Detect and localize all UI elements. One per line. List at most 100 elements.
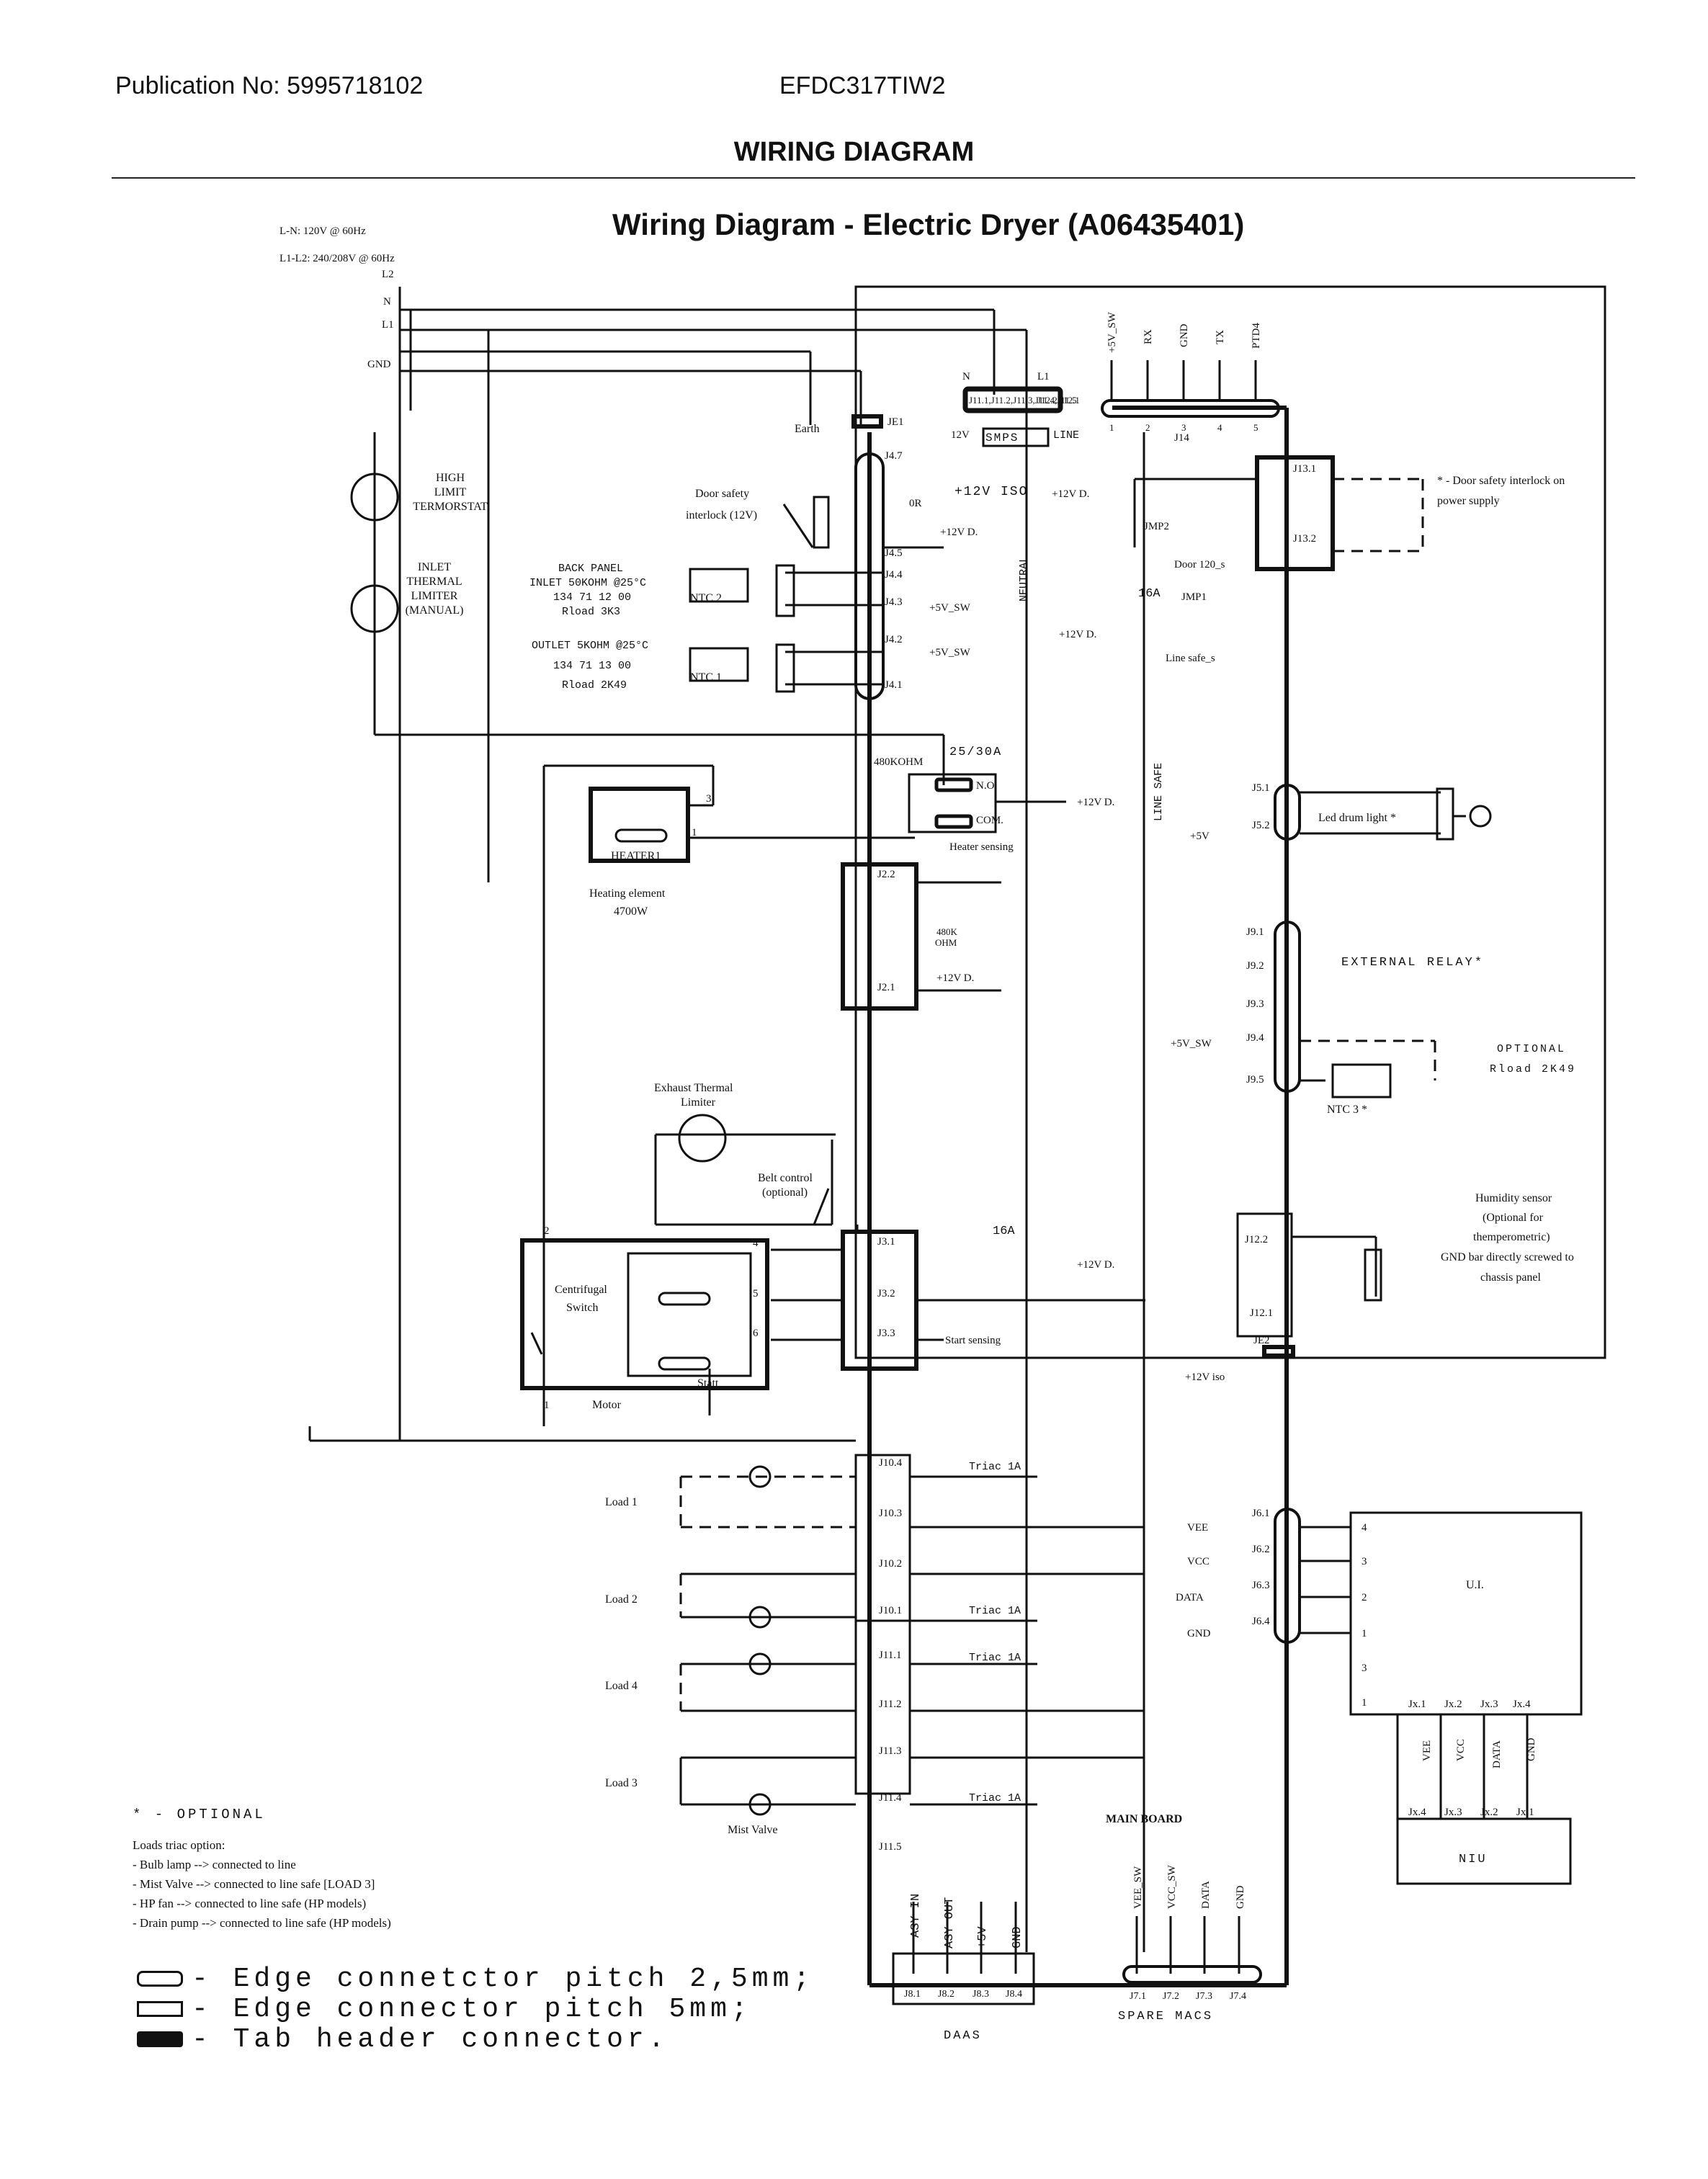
led-drum-lamp-icon [1469,805,1492,828]
ntc3-resistor [1331,1063,1392,1099]
niu-signal: GND [1526,1737,1537,1761]
daas-label: DAAS [944,2029,982,2043]
j12-pin: J12.2 [1245,1234,1268,1245]
diagram-title: Wiring Diagram - Electric Dryer (A064354… [612,207,1245,241]
plus12-iso-label: +12V ISO [954,485,1028,499]
j11-pin: J11.1 [879,1650,902,1661]
outlet-label: 134 71 13 00 [553,660,631,672]
led-drum-label: Led drum light * [1318,812,1396,824]
line-safe-s-label: Line safe_s [1166,653,1215,664]
humidity-label: themperometric) [1473,1231,1550,1243]
jmp2-label: JMP2 [1144,521,1169,532]
edge-connector-25-icon [137,1970,183,1987]
j10-pin: J10.1 [879,1605,902,1616]
j7-signal: VCC_SW [1166,1864,1178,1909]
j9-pin: J9.4 [1246,1032,1264,1044]
plus5sw-j94-label: +5V_SW [1171,1038,1212,1050]
load2-label: Load 2 [605,1593,638,1606]
j14-signal: GND [1179,323,1190,347]
plus5sw-j42-label: +5V_SW [929,647,971,658]
inlet-limiter-symbol [350,584,399,633]
humidity-label: (Optional for [1483,1212,1544,1224]
j2-pin: J2.2 [877,869,895,880]
j13-connector [1255,455,1335,571]
ui-pin: 1 [1362,1697,1367,1709]
niu-signal: DATA [1491,1740,1503,1768]
load4-lamp-icon [748,1652,772,1675]
je1-tab [851,414,883,429]
j14-pin: 3 [1181,422,1186,433]
belt-control-label: (optional) [762,1186,808,1199]
ntc2-resistor [689,568,749,603]
triac-load4-label: Triac 1A [969,1652,1021,1664]
j14-pin: 1 [1109,422,1114,433]
triac-load2-label: Triac 1A [969,1605,1021,1617]
led-drum-plug [1436,787,1454,841]
j7-pin: J7.4 [1230,1991,1246,2002]
j11-pin: J11.5 [879,1841,902,1853]
door-interlock-note: power supply [1437,495,1500,507]
triac-load1-label: Triac 1A [969,1461,1021,1473]
jx-bottom-pin: Jx.4 [1408,1807,1426,1818]
plus12d-label: +12V D. [1052,488,1089,500]
j6-signal: DATA [1176,1592,1204,1603]
j11-pin: J11.3 [879,1745,902,1757]
relay-16a-label: 16A [1138,587,1161,601]
high-limit-thermostat-symbol [350,473,399,522]
l2-label: L2 [382,269,394,280]
load4-label: Load 4 [605,1680,638,1692]
no-label: N.O. [976,780,997,792]
j1-l1-label: L1 [1037,371,1050,382]
ntc2-label: NTC 2 [690,592,722,604]
j14-signal: TX [1215,330,1226,344]
j5-pin: J5.1 [1252,782,1270,794]
ntc2-plug [775,564,795,617]
j11-pin: J11.4 [879,1792,902,1804]
motor-pin: 2 [544,1225,550,1237]
inlet-limiter-label: THERMAL [406,576,462,588]
j12-pin: J12.1 [1250,1307,1273,1319]
centrifugal-label: Switch [566,1302,598,1314]
door-interlock-note: * - Door safety interlock on [1437,475,1565,487]
zero-r-label: 0R [909,498,922,509]
j14-signal: PTD4 [1251,323,1262,349]
j3-pin: J3.1 [877,1236,895,1248]
j3-pin: J3.3 [877,1328,895,1339]
ui-pin: 3 [1362,1556,1367,1567]
jx-top-pin: Jx.3 [1480,1699,1498,1710]
j11-pin: J11.2 [879,1699,902,1710]
inlet-limiter-label: (MANUAL) [406,604,464,617]
j7-pin: J7.1 [1130,1991,1146,2002]
j4-pin: J4.3 [885,596,903,608]
smps-line-label: LINE [1053,429,1079,442]
j6-signal: VCC [1187,1556,1210,1567]
plus5sw-j43-label: +5V_SW [929,602,971,614]
j5-pin: J5.2 [1252,820,1270,831]
high-limit-label: TERMORSTAT [413,501,488,513]
l1-label: L1 [382,319,394,331]
earth-label: Earth [795,423,820,435]
j12-connector [1236,1212,1293,1338]
motor-pin: 5 [753,1288,759,1299]
ui-box [1349,1511,1583,1716]
legend-text: - Edge connetctor pitch 2,5mm; [192,1964,815,1995]
loads-note-line: - Bulb lamp --> connected to line [133,1858,296,1871]
heater-pin: 3 [706,793,712,805]
back-panel-label: 134 71 12 00 [553,591,631,604]
smps-label: SMPS [985,431,1019,444]
j8-signal: GND [1011,1926,1024,1948]
j8-connector [892,1952,1035,2005]
niu-label: NIU [1459,1853,1488,1866]
j14-pin: 4 [1217,422,1222,433]
com-label: COM. [976,815,1003,826]
j14-signal: RX [1143,329,1154,344]
ui-pin: 2 [1362,1592,1367,1603]
door120-label: Door 120_s [1174,559,1225,571]
external-relay-label: EXTERNAL RELAY* [1341,956,1484,970]
smps-12v-label: 12V [951,429,970,441]
motor-pin: 4 [753,1238,759,1249]
supply-l1l2-label: L1-L2: 240/208V @ 60Hz [280,253,395,264]
loads-note-line: - HP fan --> connected to line safe (HP … [133,1897,367,1910]
j13-pin: J13.1 [1293,463,1316,475]
